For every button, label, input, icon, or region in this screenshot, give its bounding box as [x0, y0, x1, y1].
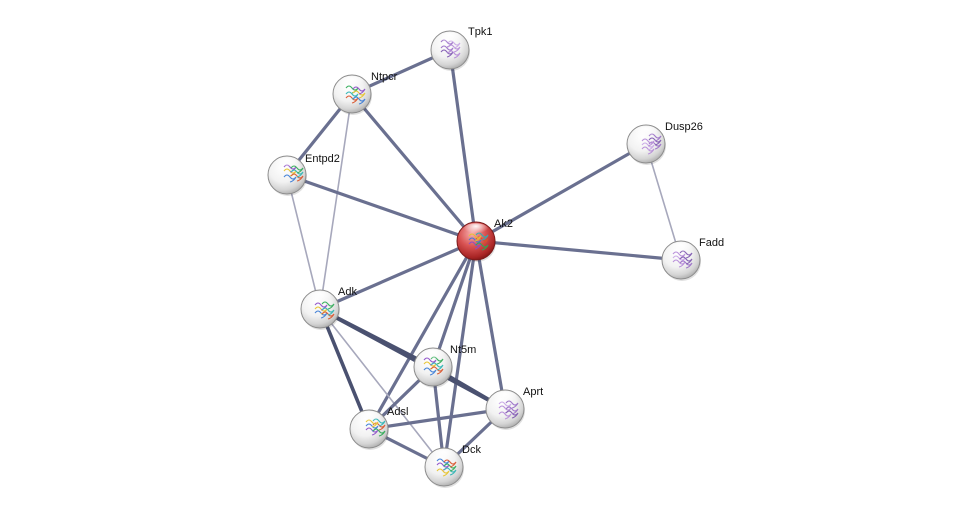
node-tpk1[interactable]: Tpk1 [430, 26, 492, 71]
edge-adk-adsl[interactable] [318, 307, 371, 431]
node-adsl[interactable]: Adsl [349, 406, 408, 450]
node-dusp26[interactable]: Dusp26 [626, 121, 703, 165]
node-adk[interactable]: Adk [300, 286, 357, 330]
protein-structure-icon [314, 301, 335, 320]
node-fadd[interactable]: Fadd [661, 237, 724, 281]
node-label: Ntpcr [371, 71, 398, 83]
node-entpd2[interactable]: Entpd2 [267, 153, 340, 196]
edge-ak2-adsl[interactable] [367, 239, 478, 431]
node-dck[interactable]: Dck [424, 444, 481, 488]
edge-ntpcr-adk[interactable] [319, 93, 353, 310]
edge-adk-dck[interactable] [319, 308, 445, 468]
edge-ak2-aprt[interactable] [474, 239, 507, 411]
node-label: Adk [338, 286, 357, 298]
node-label: Entpd2 [305, 153, 340, 165]
node-label: Dck [462, 444, 481, 456]
edge-entpd2-ak2[interactable] [285, 173, 478, 243]
node-label: Ak2 [494, 218, 513, 230]
edge-ak2-dck[interactable] [442, 239, 478, 469]
node-label: Nt5m [450, 344, 476, 356]
edge-ak2-adk[interactable] [318, 239, 478, 311]
node-nt5m[interactable]: Nt5m [413, 344, 476, 388]
node-ntpcr[interactable]: Ntpcr [332, 71, 398, 115]
node-aprt[interactable]: Aprt [485, 386, 543, 430]
node-label: Aprt [523, 386, 543, 398]
edge-tpk1-ak2[interactable] [448, 48, 478, 243]
node-label: Fadd [699, 237, 724, 249]
edge-entpd2-adk[interactable] [286, 174, 321, 310]
edge-ak2-nt5m[interactable] [431, 239, 478, 369]
protein-structure-icon [436, 458, 457, 477]
node-label: Tpk1 [468, 26, 492, 38]
edge-ntpcr-ak2[interactable] [350, 92, 478, 243]
node-label: Dusp26 [665, 121, 703, 133]
edge-dusp26-ak2[interactable] [474, 142, 648, 243]
edge-adsl-aprt[interactable] [367, 407, 507, 431]
edge-ak2-fadd[interactable] [474, 239, 683, 262]
node-label: Adsl [387, 406, 408, 418]
node-ak2[interactable]: Ak2 [456, 218, 513, 262]
edge-dusp26-fadd[interactable] [645, 143, 682, 261]
edges-layer [285, 48, 683, 469]
